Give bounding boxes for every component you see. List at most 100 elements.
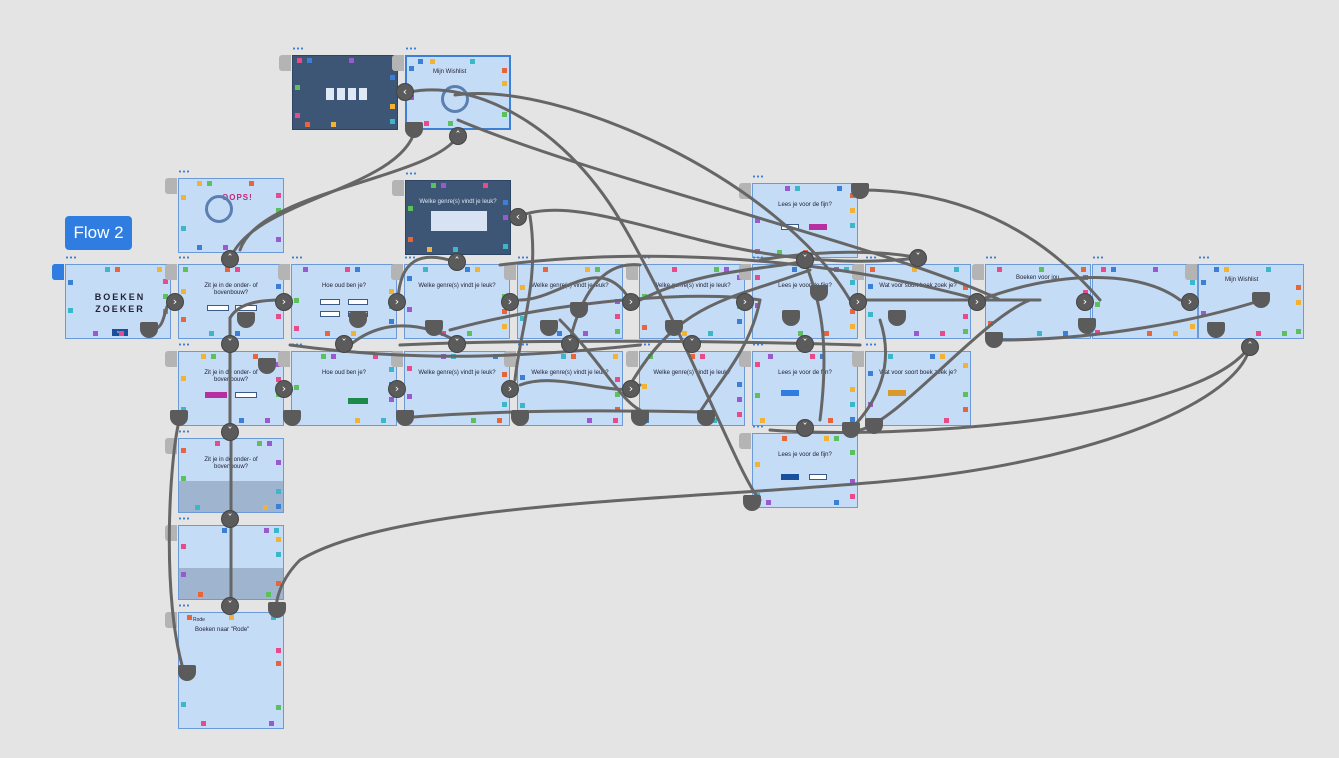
next-arrow-icon[interactable]: ›	[501, 380, 519, 398]
connector-port[interactable]	[1252, 292, 1270, 308]
option-button[interactable]	[320, 311, 340, 317]
down-arrow-icon[interactable]: ˇ	[561, 335, 579, 353]
connector-port[interactable]	[865, 418, 883, 434]
decorative-square	[1037, 331, 1042, 336]
connector-port[interactable]	[425, 320, 443, 336]
next-arrow-icon[interactable]: ›	[388, 293, 406, 311]
down-arrow-icon[interactable]: ˇ	[796, 251, 814, 269]
decorative-square	[585, 267, 590, 272]
down-arrow-icon[interactable]: ˇ	[335, 335, 353, 353]
next-arrow-icon[interactable]: ›	[275, 380, 293, 398]
connector-port[interactable]	[851, 183, 869, 199]
connector-port[interactable]	[697, 410, 715, 426]
decorative-square	[615, 377, 620, 382]
option-button[interactable]	[809, 224, 827, 230]
decorative-square	[615, 407, 620, 412]
down-arrow-icon[interactable]: ˇ	[221, 335, 239, 353]
prev-arrow-icon[interactable]: ‹	[509, 208, 527, 226]
option-button[interactable]	[348, 398, 368, 404]
down-arrow-icon[interactable]: ˇ	[683, 335, 701, 353]
connector-port[interactable]	[782, 310, 800, 326]
down-arrow-icon[interactable]: ˇ	[796, 419, 814, 437]
frame-title: Mijn Wishlist	[1225, 277, 1259, 283]
down-arrow-icon[interactable]: ˇ	[221, 510, 239, 528]
next-arrow-icon[interactable]: ›	[1076, 293, 1094, 311]
frame-lees-low[interactable]: Lees je voor de fijn?	[752, 351, 858, 426]
connector-port[interactable]	[1207, 322, 1225, 338]
next-arrow-icon[interactable]: ›	[275, 293, 293, 311]
up-arrow-icon[interactable]: ˆ	[448, 253, 466, 271]
next-arrow-icon[interactable]: ›	[622, 293, 640, 311]
prev-arrow-icon[interactable]: ‹	[396, 83, 414, 101]
decorative-square	[502, 324, 507, 329]
frame-zoek-resultaten[interactable]: Rode Boeken naar "Rode"	[178, 612, 284, 729]
connector-port[interactable]	[631, 410, 649, 426]
frame-dark-top[interactable]	[292, 55, 398, 130]
up-arrow-icon[interactable]: ˆ	[221, 250, 239, 268]
decorative-square	[930, 354, 935, 359]
connector-port[interactable]	[405, 122, 423, 138]
down-arrow-icon[interactable]: ˇ	[221, 597, 239, 615]
frame-tab	[165, 178, 177, 194]
flow-label[interactable]: Flow 2	[65, 216, 132, 250]
next-arrow-icon[interactable]: ›	[968, 293, 986, 311]
down-arrow-icon[interactable]: ˇ	[221, 423, 239, 441]
frame-tab	[391, 264, 403, 280]
down-arrow-icon[interactable]: ˇ	[448, 335, 466, 353]
decorative-square	[407, 307, 412, 312]
down-arrow-icon[interactable]: ˇ	[909, 249, 927, 267]
decorative-square	[963, 363, 968, 368]
decorative-square	[1101, 267, 1106, 272]
connector-port[interactable]	[511, 410, 529, 426]
option-button[interactable]	[207, 305, 229, 311]
connector-port[interactable]	[349, 312, 367, 328]
connector-port[interactable]	[1078, 318, 1096, 334]
connector-port[interactable]	[237, 312, 255, 328]
connector-port[interactable]	[570, 302, 588, 318]
connector-port[interactable]	[842, 422, 860, 438]
decorative-square	[407, 276, 412, 281]
option-button[interactable]	[235, 392, 257, 398]
frame-boeken-zoeker[interactable]: BOEKEN ZOEKER Start	[65, 264, 171, 339]
next-arrow-icon[interactable]: ›	[1181, 293, 1199, 311]
option-button[interactable]	[781, 390, 799, 396]
connector-port[interactable]	[283, 410, 301, 426]
option-button[interactable]	[320, 299, 340, 305]
frame-genre-dark[interactable]: Welke genre(s) vindt je leuk?	[405, 180, 511, 255]
decorative-square	[276, 193, 281, 198]
frame-tab	[165, 264, 177, 280]
next-arrow-icon[interactable]: ›	[388, 380, 406, 398]
next-arrow-icon[interactable]: ›	[736, 293, 754, 311]
connector-port[interactable]	[170, 410, 188, 426]
option-button[interactable]	[781, 474, 799, 480]
down-arrow-icon[interactable]: ˇ	[796, 335, 814, 353]
decorative-square	[782, 436, 787, 441]
connector-port[interactable]	[665, 320, 683, 336]
option-button[interactable]	[205, 392, 227, 398]
up-arrow-icon[interactable]: ˆ	[1241, 338, 1259, 356]
decorative-square	[181, 226, 186, 231]
option-button[interactable]	[348, 299, 368, 305]
connector-port[interactable]	[743, 495, 761, 511]
decorative-square	[963, 314, 968, 319]
next-arrow-icon[interactable]: ›	[501, 293, 519, 311]
connector-port[interactable]	[178, 665, 196, 681]
connector-port[interactable]	[396, 410, 414, 426]
up-arrow-icon[interactable]: ˆ	[449, 127, 467, 145]
next-arrow-icon[interactable]: ›	[849, 293, 867, 311]
option-button[interactable]	[809, 474, 827, 480]
connector-port[interactable]	[540, 320, 558, 336]
decorative-square	[390, 119, 395, 124]
connector-port[interactable]	[140, 322, 158, 338]
connector-port[interactable]	[888, 310, 906, 326]
option-button[interactable]	[888, 390, 906, 396]
decorative-square	[197, 181, 202, 186]
next-arrow-icon[interactable]: ›	[622, 380, 640, 398]
connector-port[interactable]	[258, 358, 276, 374]
connector-port[interactable]	[810, 285, 828, 301]
connector-port[interactable]	[268, 602, 286, 618]
decorative-square	[850, 494, 855, 499]
connector-port[interactable]	[985, 332, 1003, 348]
next-arrow-icon[interactable]: ›	[166, 293, 184, 311]
decorative-square	[263, 505, 268, 510]
